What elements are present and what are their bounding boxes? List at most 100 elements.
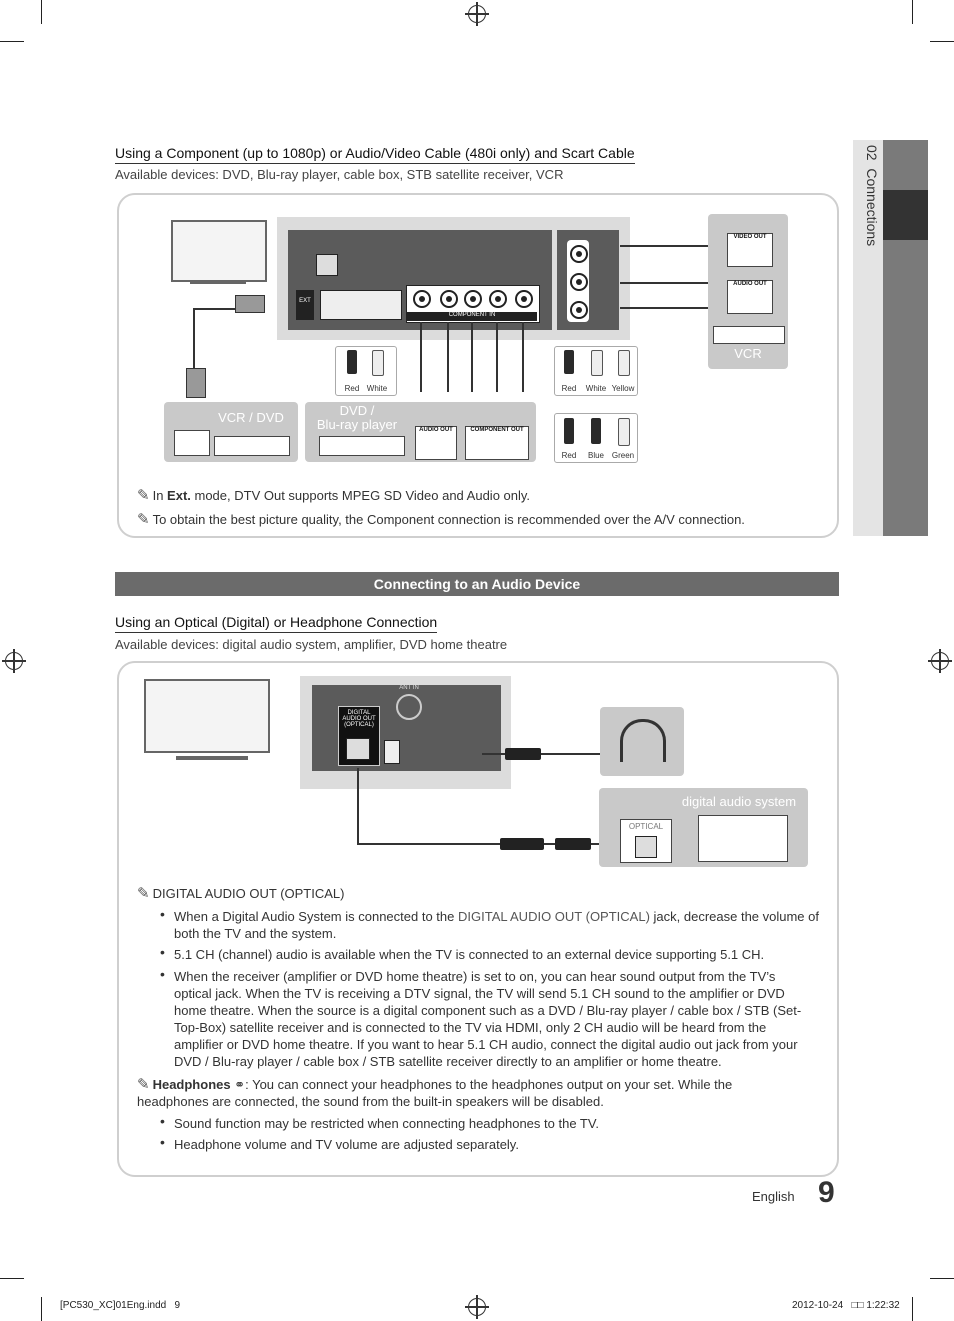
digital-audio-system-box: digital audio system OPTICAL	[599, 788, 808, 867]
vcr-illustration	[713, 326, 785, 344]
component-jack	[413, 290, 431, 308]
component-jack	[464, 290, 482, 308]
optical-cable	[357, 843, 603, 845]
note-ext-mode: ✎In Ext. mode, DTV Out supports MPEG SD …	[137, 487, 531, 504]
ext-label-block: EXT	[296, 290, 314, 320]
note-pencil-icon: ✎	[137, 885, 150, 902]
av-cable	[620, 307, 708, 309]
section1-available-devices: Available devices: DVD, Blu-ray player, …	[115, 167, 564, 182]
scart-plug	[186, 368, 206, 398]
chapter-sidebar	[853, 140, 883, 536]
headphone-cable	[482, 753, 602, 755]
audio-out-block: AUDIO OUT	[415, 426, 457, 460]
tv-illustration	[144, 679, 270, 753]
page-number: 9	[818, 1176, 835, 1209]
dvd-bluray-label: DVD / Blu-ray player	[316, 403, 398, 432]
crop-mark	[912, 1297, 913, 1321]
component-cable	[496, 322, 498, 392]
dvd-player-illustration	[319, 436, 405, 456]
section2-title: Using an Optical (Digital) or Headphone …	[115, 614, 438, 633]
optical-port	[316, 254, 338, 276]
note-digital-audio-out-heading: ✎DIGITAL AUDIO OUT (OPTICAL)	[137, 885, 345, 902]
note-headphones: ✎Headphones ⚭: You can connect your head…	[137, 1076, 733, 1109]
registration-mark-icon	[928, 649, 952, 673]
component-out-block: COMPONENT OUT	[465, 426, 529, 460]
footer-filename: [PC530_XC]01Eng.indd 9	[60, 1300, 181, 1311]
bullet-item: •5.1 CH (channel) audio is available whe…	[160, 944, 765, 962]
headphones-box	[600, 707, 684, 776]
crop-mark	[0, 41, 24, 42]
optical-plug	[555, 838, 591, 850]
ext-port-label: EXT	[299, 298, 311, 304]
red-plug-icon	[564, 418, 574, 444]
vcr-dvd-illustration	[214, 436, 290, 456]
scart-port	[320, 290, 402, 320]
scart-plug	[235, 295, 265, 313]
white-plug-icon	[372, 350, 384, 376]
red-plug-icon	[347, 350, 357, 374]
note-picture-quality: ✎To obtain the best picture quality, the…	[137, 511, 745, 528]
plug-label: Red	[561, 451, 577, 460]
chapter-title: Connections	[864, 168, 880, 247]
component-jack	[515, 290, 533, 308]
bullet-item: •When a Digital Audio System is connecte…	[160, 906, 819, 941]
crop-mark	[0, 1278, 24, 1279]
av-jack	[570, 273, 588, 291]
tv-stand	[190, 280, 246, 284]
footer-timestamp: 2012-10-24 □□ 1:22:32	[792, 1300, 900, 1311]
section1-title: Using a Component (up to 1080p) or Audio…	[115, 145, 635, 164]
vcr-device-box: VIDEO OUT AUDIO OUT VCR	[708, 214, 788, 369]
crop-mark	[930, 41, 954, 42]
av-jack	[570, 245, 588, 263]
tv-illustration	[171, 220, 267, 282]
optical-port	[635, 836, 657, 858]
crop-mark	[912, 0, 913, 24]
red-plug-icon	[564, 350, 574, 374]
optical-input-block: OPTICAL	[620, 819, 672, 863]
note-pencil-icon: ✎	[137, 487, 150, 504]
component-cable	[447, 322, 449, 392]
bullet-item: •When the receiver (amplifier or DVD hom…	[160, 966, 802, 1069]
ext-port-device	[174, 430, 210, 456]
ant-in-label: ANT IN	[399, 685, 419, 691]
plug-box-audio	[335, 346, 397, 396]
plug-label: Blue	[587, 451, 604, 460]
bullet-item: •Sound function may be restricted when c…	[160, 1113, 599, 1131]
tv-stand	[176, 756, 248, 760]
component-cable	[471, 322, 473, 392]
scart-cable	[193, 308, 195, 370]
component-cable	[420, 322, 422, 392]
headphones-icon: ⚭	[230, 1077, 246, 1092]
video-out-block: VIDEO OUT	[727, 233, 773, 267]
component-jack	[440, 290, 458, 308]
av-jack	[570, 301, 588, 319]
component-jack	[489, 290, 507, 308]
vcr-label: VCR	[734, 346, 762, 361]
registration-mark-icon	[465, 2, 489, 26]
chapter-tab-active	[883, 190, 928, 240]
ant-in-port	[396, 694, 422, 720]
chapter-label: 02 Connections	[858, 145, 880, 345]
scart-cable	[193, 308, 253, 310]
vcr-audio-out-block: AUDIO OUT	[727, 280, 773, 314]
vcr-dvd-label: VCR / DVD	[218, 410, 284, 425]
optical-plug	[500, 838, 544, 850]
plug-label: White	[585, 384, 607, 393]
digital-audio-out-label: DIGITAL AUDIO OUT (OPTICAL)	[342, 710, 376, 728]
dvd-bluray-device-box: DVD / Blu-ray player AUDIO OUT COMPONENT…	[305, 402, 536, 462]
note-pencil-icon: ✎	[137, 511, 150, 528]
headphone-jack	[384, 740, 400, 764]
yellow-plug-icon	[618, 350, 630, 376]
audio-system-illustration	[698, 815, 788, 862]
video-out-label: VIDEO OUT	[733, 234, 767, 240]
av-cable	[620, 282, 708, 284]
digital-audio-system-label: digital audio system	[681, 794, 797, 809]
registration-mark-icon	[2, 649, 26, 673]
component-cable	[522, 322, 524, 392]
white-plug-icon	[591, 350, 603, 376]
green-plug-icon	[618, 418, 630, 446]
component-in-label: COMPONENT IN	[407, 312, 537, 321]
vcr-audio-out-label: AUDIO OUT	[733, 281, 767, 287]
plug-label: White	[366, 384, 388, 393]
headphone-plug	[505, 748, 541, 760]
